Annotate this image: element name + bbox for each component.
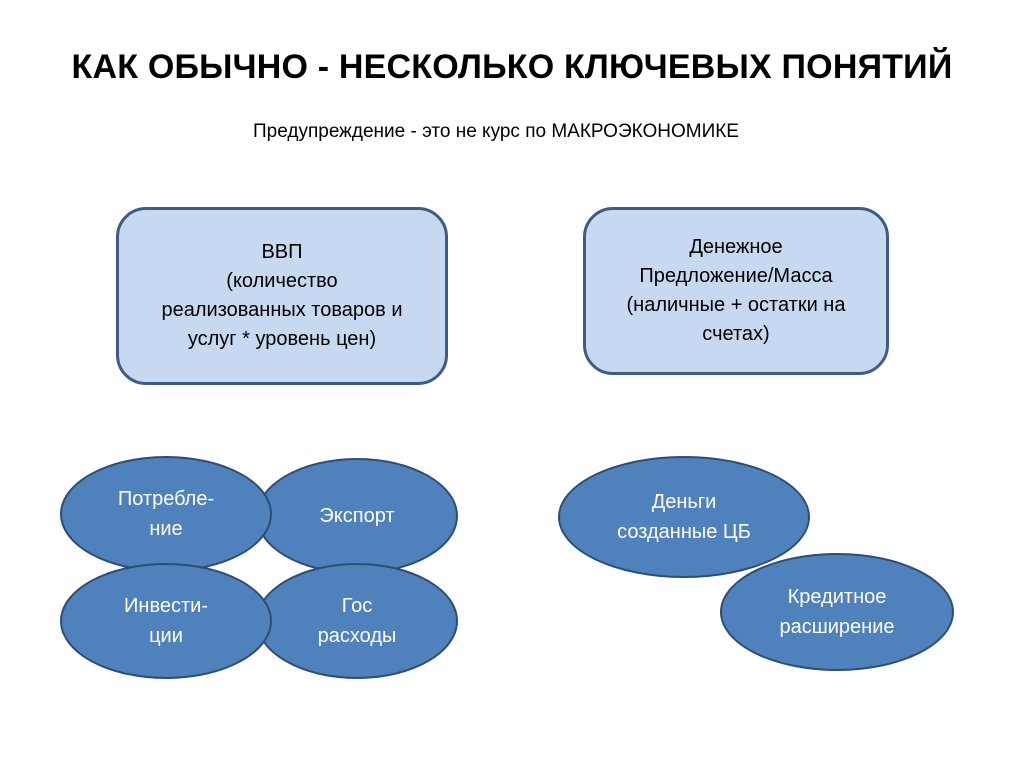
consumption-text: Потребле- ние [118, 484, 214, 544]
money-supply-box: Денежное Предложение/Масса (наличные + о… [583, 207, 889, 375]
slide-subtitle: Предупреждение - это не курс по МАКРОЭКО… [253, 121, 739, 142]
money-supply-line: счетах) [702, 323, 770, 345]
credit-expansion-ellipse: Кредитное расширение [720, 553, 954, 671]
gdp-line: услуг * уровень цен) [187, 328, 377, 350]
slide-title: КАК ОБЫЧНО - НЕСКОЛЬКО КЛЮЧЕВЫХ ПОНЯТИЙ [71, 48, 953, 86]
central-bank-money-text: Деньги созданные ЦБ [617, 487, 751, 547]
government-spending-text: Гос расходы [318, 591, 397, 651]
investment-ellipse: Инвести- ции [60, 563, 272, 679]
money-supply-line: Денежное [689, 236, 783, 258]
investment-line: Инвести- [124, 595, 208, 617]
consumption-ellipse: Потребле- ние [60, 456, 272, 572]
cb-money-line: Деньги [651, 491, 717, 513]
gdp-line: ВВП [261, 241, 303, 263]
money-supply-box-text: Денежное Предложение/Масса (наличные + о… [627, 233, 846, 349]
consumption-line: ние [149, 518, 183, 540]
investment-text: Инвести- ции [124, 591, 208, 651]
export-text: Экспорт [319, 501, 394, 531]
credit-line: расширение [779, 616, 895, 638]
credit-expansion-text: Кредитное расширение [779, 582, 894, 642]
money-supply-line: (наличные + остатки на [626, 294, 846, 316]
government-line: расходы [317, 625, 397, 647]
government-spending-ellipse: Гос расходы [256, 563, 458, 679]
central-bank-money-ellipse: Деньги созданные ЦБ [558, 456, 810, 578]
gdp-box-text: ВВП (количество реализованных товаров и … [161, 238, 402, 354]
export-ellipse: Экспорт [256, 458, 458, 574]
gdp-box: ВВП (количество реализованных товаров и … [116, 207, 448, 385]
gdp-line: (количество [226, 270, 338, 292]
gdp-line: реализованных товаров и [161, 299, 403, 321]
export-line: Экспорт [319, 505, 395, 527]
cb-money-line: созданные ЦБ [617, 521, 751, 543]
money-supply-line: Предложение/Масса [639, 265, 833, 287]
government-line: Гос [341, 595, 373, 617]
consumption-line: Потребле- [117, 488, 215, 510]
credit-line: Кредитное [787, 586, 887, 608]
investment-line: ции [149, 625, 183, 647]
